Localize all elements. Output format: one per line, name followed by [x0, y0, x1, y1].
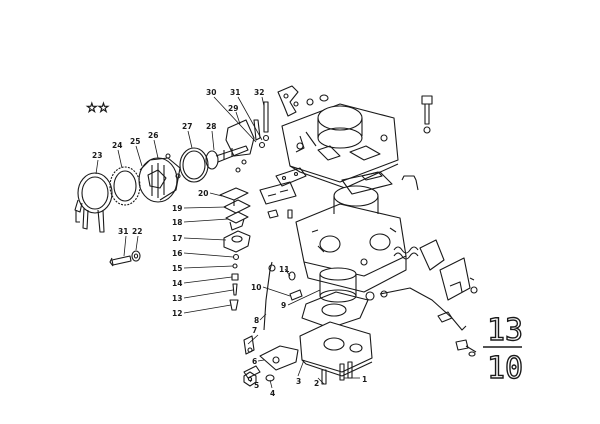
part-23-choke-cover: [74, 172, 113, 233]
part-30-lever: [253, 119, 266, 149]
part-11-nut: [288, 271, 296, 281]
part-5-nut: [243, 371, 257, 387]
label-4: 4: [270, 389, 275, 398]
throttle-rod-right: [365, 287, 467, 331]
part-16-ball: [232, 253, 240, 261]
part-15-spring: [232, 263, 238, 269]
label-14: 14: [172, 279, 182, 288]
part-10-screw: [289, 289, 303, 301]
part-12-jet: [229, 299, 239, 311]
small-pin: [287, 209, 293, 219]
part-29-choke-plate: [225, 119, 255, 157]
label-22: 22: [132, 227, 142, 236]
carburetor-main-body: [295, 171, 407, 293]
page-reference: 13 10: [483, 312, 524, 387]
bracket-right: [439, 257, 478, 301]
part-2-screw: [321, 369, 327, 385]
label-19: 19: [172, 204, 182, 213]
part-gasket-lower: [301, 291, 369, 329]
throttle-linkage-top: [277, 85, 299, 117]
part-3-throttle-body: [299, 321, 373, 377]
small-nut-top: [306, 98, 314, 106]
label-6: 6: [252, 357, 257, 366]
label-23: 23: [92, 151, 102, 160]
label-9: 9: [281, 301, 286, 310]
label-15: 15: [172, 264, 182, 273]
label-12: 12: [172, 309, 182, 318]
label-24: 24: [112, 141, 122, 150]
small-washer-top: [319, 94, 329, 102]
part-number-labels: 23 24 25 26 27 28 30 31 32 29 31 22 20 1…: [92, 88, 367, 398]
label-20: 20: [198, 189, 208, 198]
part-19-diaphragm: [223, 199, 251, 214]
label-28: 28: [206, 122, 216, 131]
label-2: 2: [314, 379, 319, 388]
spring-right: [393, 246, 419, 260]
page-ref-bottom: 10: [487, 351, 523, 386]
label-10: 10: [251, 283, 261, 292]
part-9-float: [319, 267, 357, 303]
label-32: 32: [254, 88, 264, 97]
clip-right: [401, 175, 419, 191]
label-31-top: 31: [230, 88, 240, 97]
label-3: 3: [296, 377, 301, 386]
part-26-bimetal-housing: [138, 153, 181, 203]
label-26: 26: [148, 131, 158, 140]
part-8-link-rod: [263, 261, 276, 331]
page-ref-top: 13: [487, 313, 523, 348]
part-22-washer: [131, 250, 141, 262]
label-27: 27: [182, 122, 192, 131]
label-30: 30: [206, 88, 216, 97]
idle-screw-top-right: [421, 95, 433, 134]
note-stars: ☆☆: [86, 101, 109, 116]
label-13: 13: [172, 294, 182, 303]
carburetor-top-cover: [281, 103, 399, 189]
part-28-choke-shaft: [205, 145, 249, 173]
part-7-bracket: [243, 335, 255, 355]
part-13-pin: [232, 283, 238, 296]
part-31-screw: [109, 255, 132, 267]
part-32-pin: [262, 101, 270, 142]
part-24-gasket: [109, 166, 141, 206]
label-31-left: 31: [118, 227, 128, 236]
pump-cover-right: [419, 239, 445, 271]
part-18-spring-seat: [225, 211, 249, 231]
label-16: 16: [172, 249, 182, 258]
label-1: 1: [362, 375, 367, 384]
label-18: 18: [172, 218, 182, 227]
pump-lever-small: [275, 167, 307, 187]
label-5: 5: [254, 381, 259, 390]
part-27-ring: [179, 147, 209, 183]
label-11: 11: [279, 265, 289, 274]
part-20-cover: [219, 187, 249, 206]
label-8: 8: [254, 316, 259, 325]
fitting-lower-right: [455, 339, 477, 357]
label-25: 25: [130, 137, 140, 146]
label-7: 7: [252, 326, 257, 335]
part-14-seal: [231, 273, 239, 281]
leader-lines: [95, 96, 360, 389]
float-needle-assembly: [259, 181, 297, 205]
label-29: 29: [228, 104, 238, 113]
part-6-lever: [243, 345, 299, 379]
label-17: 17: [172, 234, 182, 243]
small-clip: [267, 209, 279, 219]
part-17-housing: [223, 230, 251, 253]
